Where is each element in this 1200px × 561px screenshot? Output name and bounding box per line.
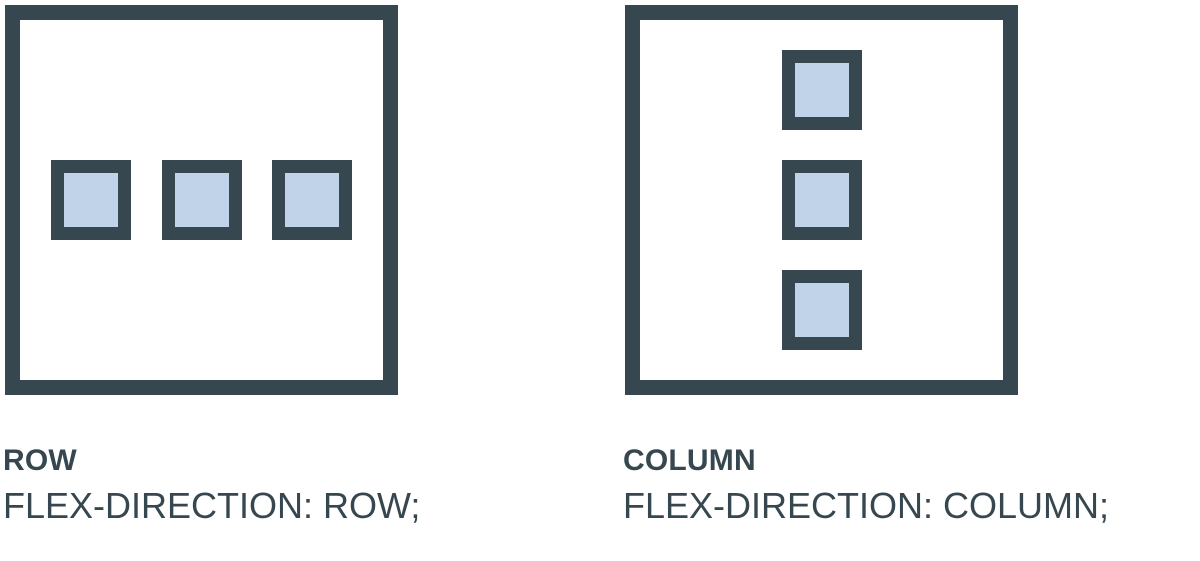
caption-column: COLUMN FLEX-DIRECTION: COLUMN; — [623, 440, 1200, 530]
flex-container-column — [625, 5, 1018, 395]
caption-row: ROW FLEX-DIRECTION: ROW; — [3, 440, 583, 530]
flex-item — [161, 160, 242, 240]
flex-item — [781, 160, 862, 240]
flex-container-row — [5, 5, 398, 395]
flex-item — [272, 160, 353, 240]
flex-item — [781, 50, 862, 130]
caption-code: FLEX-DIRECTION: COLUMN; — [623, 485, 1110, 526]
flex-item — [50, 160, 131, 240]
caption-title: COLUMN — [623, 444, 756, 477]
caption-code: FLEX-DIRECTION: ROW; — [3, 485, 421, 526]
caption-title: ROW — [3, 444, 77, 477]
flex-item — [781, 270, 862, 350]
